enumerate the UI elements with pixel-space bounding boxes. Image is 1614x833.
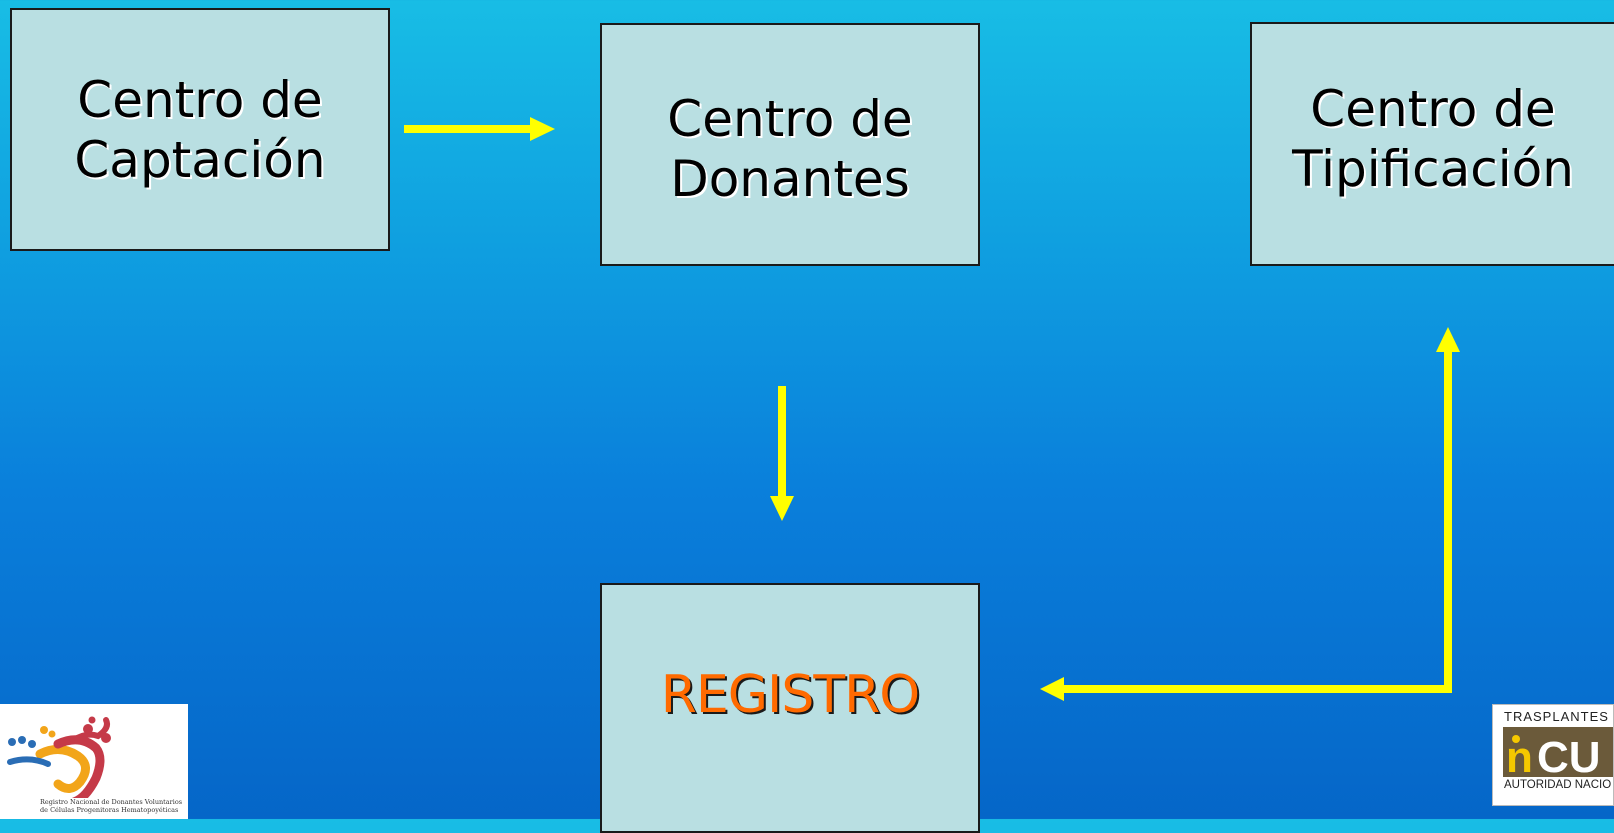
logo-mark-n: n — [1506, 733, 1533, 777]
node-centro-de-donantes: Centro de Donantes — [600, 23, 980, 266]
node-label-captacion: Centro de Captación — [74, 70, 325, 190]
node-label-line: Centro de — [77, 70, 323, 129]
incucai-mark-icon: n CU — [1503, 727, 1613, 782]
caption-line: Registro Nacional de Donantes Voluntario… — [40, 798, 183, 806]
node-registro: REGISTRO — [600, 583, 980, 833]
node-label-line: Tipificación — [1292, 140, 1574, 198]
node-label-line: Donantes — [670, 149, 910, 208]
node-label-line: Centro de — [667, 89, 913, 148]
caption-line: de Células Progenitoras Hematopoyéticas — [40, 806, 179, 814]
node-label-line: Centro de — [1310, 80, 1556, 138]
node-label-registro: REGISTRO — [660, 665, 920, 725]
node-centro-de-captacion: Centro de Captación — [10, 8, 390, 251]
registro-nacional-mark-icon — [7, 716, 111, 798]
node-label-tipificacion: Centro de Tipificación — [1292, 79, 1588, 209]
logo-mark-rest: CU — [1537, 733, 1601, 777]
registro-nacional-caption: Registro Nacional de Donantes Voluntario… — [40, 798, 185, 814]
registro-nacional-logo: Registro Nacional de Donantes Voluntario… — [0, 704, 188, 819]
node-label-line: Captación — [74, 130, 326, 189]
node-label-donantes: Centro de Donantes — [667, 81, 912, 209]
node-centro-de-tipificacion: Centro de Tipificación — [1250, 22, 1614, 266]
logo-top-text: TRASPLANTES — [1504, 709, 1609, 724]
arrow-captacion-to-donantes — [404, 117, 555, 141]
arrow-registro-tipificacion-elbow — [1040, 327, 1460, 701]
logo-bottom-text: AUTORIDAD NACIO — [1504, 779, 1612, 791]
arrow-donantes-to-registro — [770, 386, 794, 521]
trasplantes-incucai-logo: TRASPLANTES n CU AUTORIDAD NACIO — [1492, 704, 1614, 806]
